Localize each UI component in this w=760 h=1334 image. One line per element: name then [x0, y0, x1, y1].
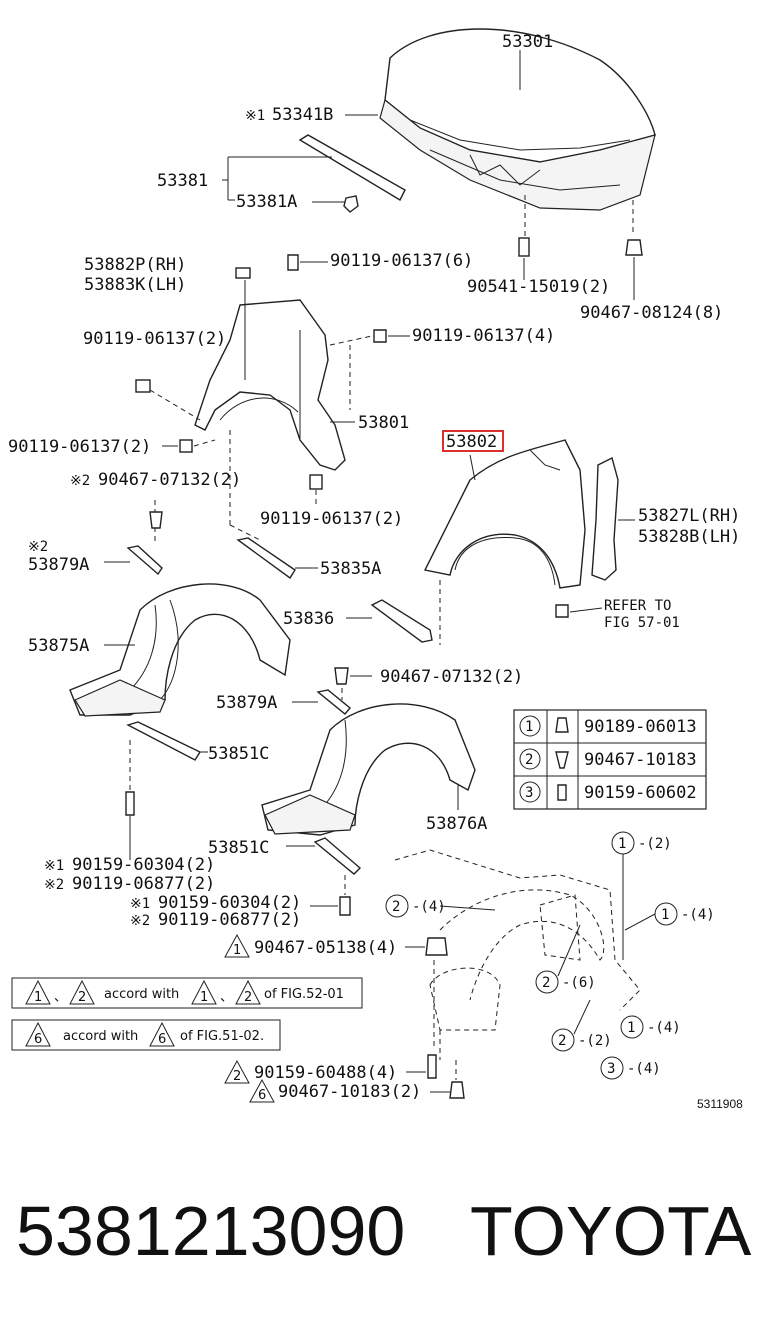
- note2-tail: of FIG.51-02.: [180, 1029, 264, 1044]
- seal-group-leader: [222, 156, 359, 213]
- label-bolt-l1: 90159-60304(2): [72, 855, 215, 875]
- legend-table: [513, 709, 707, 810]
- label-part-835a: 53835A: [320, 559, 381, 579]
- label-clip-tri1: 90467-05138(4): [254, 938, 397, 958]
- label-part-879a: 53879A: [28, 555, 89, 575]
- label-bolt-lower: 90119-06137(2): [260, 509, 403, 529]
- label-bolt-l1-mark: ※1: [44, 858, 64, 874]
- label-mark-879: ※2: [28, 539, 48, 555]
- note1-tail: of FIG.52-01: [264, 987, 344, 1002]
- note-box-2: [11, 1019, 281, 1051]
- callouts: [385, 831, 678, 1080]
- note1-text: accord with: [104, 987, 179, 1002]
- hood-drawing: [379, 28, 656, 240]
- label-ext-rh: 53882P(RH): [84, 255, 186, 275]
- fender-highlight-box: [442, 430, 504, 452]
- legend-num-2: 2: [525, 752, 533, 768]
- label-hood-seal: 53341B: [272, 105, 333, 125]
- callout-3-num: 2: [392, 899, 400, 915]
- label-bolt-m1-mark: ※1: [130, 896, 150, 912]
- note1-tri-a: 1: [34, 990, 42, 1005]
- note1-tri-c: 1: [200, 990, 208, 1005]
- callout-6-qty: -(4): [647, 1020, 681, 1036]
- callout-3-qty: -(4): [412, 899, 446, 915]
- label-clip-tri6: 90467-10183(2): [278, 1082, 421, 1102]
- label-ext-lh: 53883K(LH): [84, 275, 186, 295]
- note-box-1: [11, 977, 363, 1009]
- callout-1-qty: -(2): [638, 836, 672, 852]
- liner-left-drawing: [69, 583, 291, 860]
- legend-part-1: 90189-06013: [584, 717, 697, 737]
- label-bolt-m1: 90159-60304(2): [158, 893, 301, 913]
- label-part-851c-b: 53851C: [208, 838, 269, 858]
- note2-text: accord with: [63, 1029, 138, 1044]
- figure-code: 5311908: [697, 1097, 743, 1111]
- label-liner-lh: 53828B(LH): [638, 527, 740, 547]
- note1-sep2: 、: [220, 990, 233, 1005]
- callout-2-qty: -(4): [681, 907, 715, 923]
- callout-2-num: 1: [661, 907, 669, 923]
- legend-part-2: 90467-10183: [584, 750, 697, 770]
- label-bolt-mid-right: 90119-06137(4): [412, 326, 555, 346]
- note2-tri-b: 6: [158, 1032, 166, 1047]
- callout-4-num: 2: [542, 975, 550, 991]
- label-bolt-m2: 90119-06877(2): [158, 910, 301, 930]
- label-clip-upper: 90467-07132(2): [98, 470, 241, 490]
- label-clip-upper-mark: ※2: [70, 473, 90, 489]
- label-liner-rh: 53827L(RH): [638, 506, 740, 526]
- legend-num-3: 3: [525, 785, 533, 801]
- footer-part-number: 5381213090: [16, 1192, 405, 1270]
- fender-bracket-drawing: [135, 254, 410, 541]
- label-bolt-tri2: 90159-60488(4): [254, 1063, 397, 1083]
- callout-7-num: 3: [607, 1061, 615, 1077]
- label-bolt-left-mid: 90119-06137(2): [8, 437, 151, 457]
- label-bolt-l2: 90119-06877(2): [72, 874, 215, 894]
- label-part-876a: 53876A: [426, 814, 487, 834]
- label-hood-stud: 90541-15019(2): [467, 277, 610, 297]
- fender-drawing: [423, 439, 635, 645]
- tri1-num: 1: [233, 943, 241, 958]
- label-hood-seal-mark: ※1: [245, 108, 265, 124]
- label-bolt-m2-mark: ※2: [130, 913, 150, 929]
- label-seal-group: 53381: [157, 171, 208, 191]
- label-bolt-l2-mark: ※2: [44, 877, 64, 893]
- label-part-879a-b: 53879A: [216, 693, 277, 713]
- label-seal-sub: 53381A: [236, 192, 297, 212]
- callout-4-qty: -(6): [562, 975, 596, 991]
- wheel-arch-schematic: [394, 849, 641, 1060]
- callout-1-num: 1: [618, 836, 626, 852]
- label-bolt-left-top: 90119-06137(2): [83, 329, 226, 349]
- liner-right-drawing: [261, 667, 476, 916]
- callout-5-qty: -(2): [578, 1033, 612, 1049]
- label-refer-1: REFER TO: [604, 598, 671, 614]
- tri6-num: 6: [258, 1088, 266, 1103]
- hood-seal-drawing: [298, 114, 406, 201]
- legend-part-3: 90159-60602: [584, 783, 697, 803]
- label-clip-mid: 90467-07132(2): [380, 667, 523, 687]
- label-part-875a: 53875A: [28, 636, 89, 656]
- callout-6-num: 1: [627, 1020, 635, 1036]
- callout-5-num: 2: [558, 1033, 566, 1049]
- note1-tri-b: 2: [78, 990, 86, 1005]
- label-hood: 53301: [502, 32, 553, 52]
- label-bolt-top: 90119-06137(6): [330, 251, 473, 271]
- label-part-836: 53836: [283, 609, 334, 629]
- label-hood-clip: 90467-08124(8): [580, 303, 723, 323]
- note1-sep: 、: [54, 990, 67, 1005]
- footer-brand: TOYOTA: [470, 1192, 752, 1270]
- note2-tri-a: 6: [34, 1032, 42, 1047]
- hood-fasteners: [518, 237, 643, 300]
- label-part-851c: 53851C: [208, 744, 269, 764]
- tri2-num: 2: [233, 1069, 241, 1084]
- label-fender: 53802: [446, 432, 497, 452]
- label-fender-bracket: 53801: [358, 413, 409, 433]
- callout-7-qty: -(4): [627, 1061, 661, 1077]
- note1-tri-d: 2: [244, 990, 252, 1005]
- legend-num-1: 1: [525, 719, 533, 735]
- upper-brackets-drawing: [104, 500, 433, 643]
- label-refer-2: FIG 57-01: [604, 615, 680, 631]
